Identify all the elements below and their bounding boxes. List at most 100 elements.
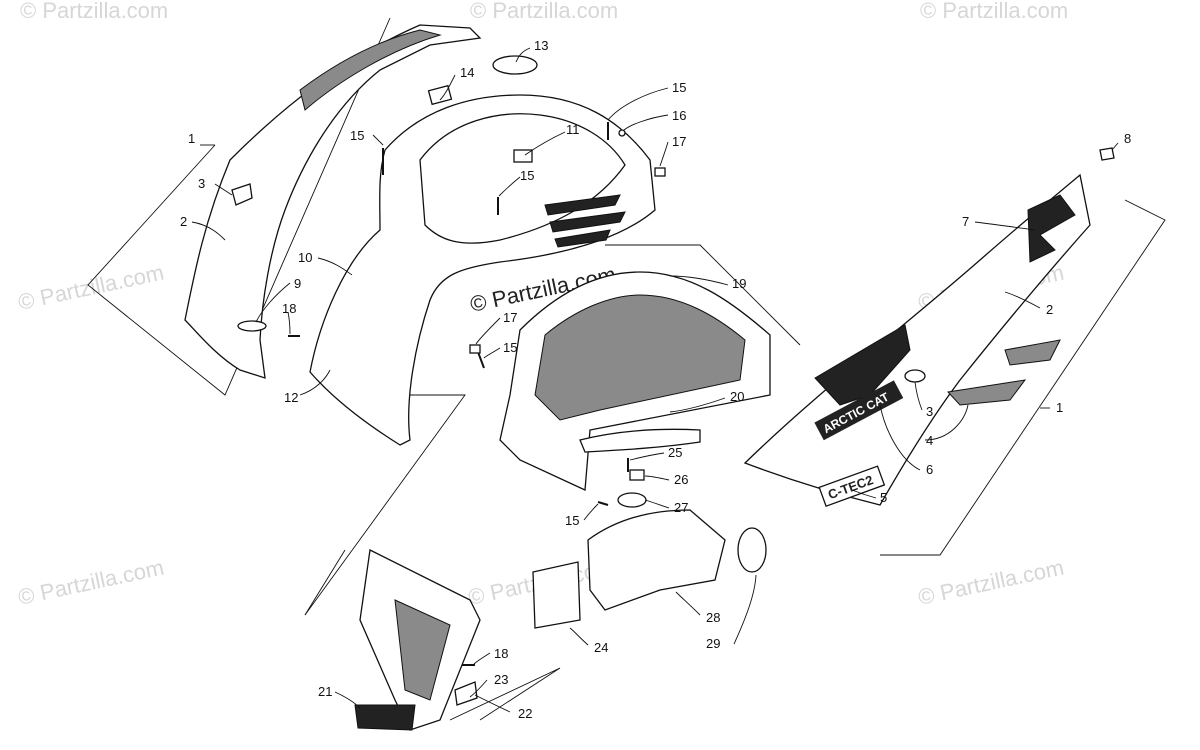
airbox-assembly	[499, 271, 771, 491]
leader-17-lower	[475, 317, 501, 345]
callout-3-left: 3	[198, 176, 205, 191]
callout-15-lower: 15	[503, 340, 517, 355]
fasteners	[288, 122, 1115, 666]
leader-21	[334, 691, 361, 709]
right-panel-decal-6	[814, 324, 911, 406]
leader-15-left	[372, 134, 384, 146]
watermark-bottom-right: © Partzilla.com	[916, 555, 1066, 610]
intake-assembly	[532, 458, 767, 629]
lower-nose-opening	[394, 599, 451, 701]
callout-7: 7	[962, 214, 969, 229]
leader-4	[924, 404, 969, 441]
frame-right-panel	[880, 199, 1166, 556]
watermarks: © Partzilla.com © Partzilla.com © Partzi…	[16, 0, 1068, 610]
callout-10: 10	[298, 250, 312, 265]
screw-15-airbox	[597, 501, 609, 506]
callout-15-airbox: 15	[565, 513, 579, 528]
leader-9	[255, 282, 291, 323]
leader-11	[524, 131, 566, 156]
callout-1-left: 1	[188, 131, 195, 146]
leader-5	[851, 489, 877, 499]
callout-16: 16	[672, 108, 686, 123]
callout-2-left: 2	[180, 214, 187, 229]
callout-17-lower: 17	[503, 310, 517, 325]
callout-19: 19	[732, 276, 746, 291]
brand-decal-plate	[814, 380, 904, 441]
frame-lower-link	[304, 549, 346, 616]
callout-4: 4	[926, 433, 933, 448]
callout-15-left: 15	[350, 128, 364, 143]
callout-14: 14	[460, 65, 474, 80]
leader-17-top	[659, 141, 669, 167]
leader-8	[1111, 142, 1119, 151]
callout-13: 13	[534, 38, 548, 53]
right-panel-decal-7	[1027, 194, 1076, 263]
airbox-lid-seal	[579, 428, 701, 453]
hood-clip-14	[427, 84, 453, 106]
watermark-top-right: © Partzilla.com	[920, 0, 1068, 23]
leader-6	[879, 404, 921, 471]
callout-26: 26	[674, 472, 688, 487]
callout-25: 25	[668, 445, 682, 460]
intake-bracket-26	[629, 469, 645, 481]
assembly-frames	[87, 17, 1166, 721]
leader-7	[974, 221, 1036, 231]
callout-22: 22	[518, 706, 532, 721]
lower-nose-clip-23	[454, 681, 478, 706]
leader-27	[644, 499, 670, 509]
callout-18-lower: 18	[494, 646, 508, 661]
leader-18-left	[287, 311, 291, 335]
callout-11: 11	[566, 122, 580, 137]
left-panel-grommet	[231, 183, 253, 206]
hood-vent-slat-2	[549, 211, 626, 233]
hood-assembly	[309, 55, 656, 446]
fastener-8	[1099, 147, 1115, 161]
hood-vent-slat-1	[544, 194, 621, 216]
leader-19	[669, 275, 729, 286]
callout-28: 28	[706, 610, 720, 625]
screw-15-lower	[477, 351, 485, 369]
leader-12	[299, 369, 331, 396]
left-side-panel	[184, 24, 482, 379]
leader-28	[675, 591, 701, 616]
callout-20: 20	[730, 389, 744, 404]
leader-10	[317, 257, 353, 276]
callout-8: 8	[1124, 131, 1131, 146]
callout-numbers: 1 3 2 9 10 12 14 13 11 15 15 16 17 15 17…	[180, 38, 1131, 721]
callout-15-center: 15	[520, 168, 534, 183]
left-panel-trim-strip	[299, 29, 442, 111]
lower-nose-assembly	[354, 549, 481, 731]
leader-2-left	[191, 221, 226, 241]
leader-2-right	[1004, 291, 1041, 309]
leader-15-lower	[483, 347, 501, 359]
leader-25	[629, 452, 665, 461]
callout-18-left: 18	[282, 301, 296, 316]
leader-20	[669, 397, 726, 413]
leader-15-top	[607, 87, 669, 121]
leader-3-left	[214, 183, 233, 196]
callout-9: 9	[294, 276, 301, 291]
right-panel-vent-insert	[946, 379, 1027, 406]
callout-2-right: 2	[1046, 302, 1053, 317]
intake-gasket-24	[532, 561, 581, 629]
model-decal-plate	[818, 465, 886, 507]
leader-18-lower	[473, 652, 491, 665]
leader-24	[569, 627, 589, 646]
washer-16	[618, 129, 626, 137]
callout-1-right: 1	[1056, 400, 1063, 415]
callout-29: 29	[706, 636, 720, 651]
left-panel-vent-insert	[237, 320, 267, 332]
leader-29	[733, 574, 757, 645]
clip-17-top	[654, 167, 666, 177]
callout-12: 12	[284, 390, 298, 405]
callout-27: 27	[674, 500, 688, 515]
hood-cap-13	[492, 55, 538, 75]
leader-3-right	[914, 381, 923, 411]
callout-24: 24	[594, 640, 608, 655]
callout-23: 23	[494, 672, 508, 687]
callout-21: 21	[318, 684, 332, 699]
leader-23	[469, 679, 488, 698]
leader-22	[474, 694, 511, 713]
